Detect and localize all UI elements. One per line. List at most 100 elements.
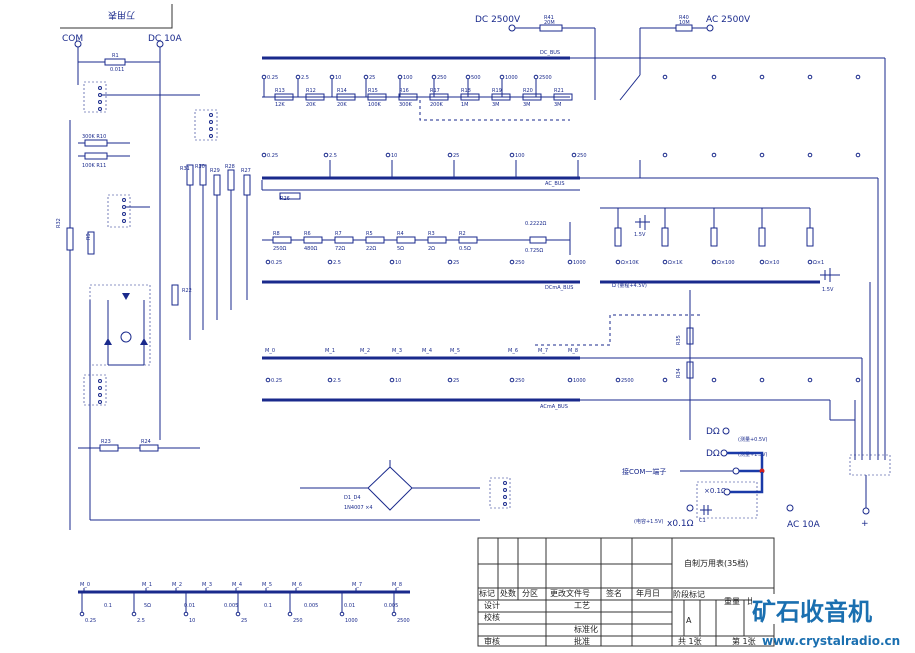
x01-terminal-bottom[interactable] [686,504,694,512]
ladder-tap[interactable] [183,611,189,617]
contact-point[interactable] [759,152,765,158]
dohm-terminal-2[interactable] [720,449,728,457]
ohm-tap[interactable] [509,259,515,265]
dcv-tap[interactable] [261,74,267,80]
contact-point[interactable] [807,74,813,80]
ohm-range-tap[interactable] [615,259,621,265]
contact-point[interactable] [662,74,668,80]
dcv-resistor-label: R20 [523,88,533,94]
r10-label: 300K R10 [82,134,106,140]
dcv-tap[interactable] [465,74,471,80]
contact-point[interactable] [662,152,668,158]
contact-point[interactable] [711,152,717,158]
ohm-tap[interactable] [389,259,395,265]
dcv-tap[interactable] [533,74,539,80]
ohm-range-tap[interactable] [711,259,717,265]
contact-point[interactable] [662,377,668,383]
dcv-section: DC_BUS R1312KR1220KR1420KR15100KR16300KR… [261,50,587,159]
ohm-tap[interactable] [327,259,333,265]
ladder-tap[interactable] [391,611,397,617]
contact-point[interactable] [711,74,717,80]
dcv-tap[interactable] [329,74,335,80]
contact-point[interactable] [807,152,813,158]
grade-label: A [686,616,692,625]
ladder-tap-label: 2.5 [137,618,145,624]
contact-point[interactable] [855,152,861,158]
ma-tap[interactable] [265,377,271,383]
ohm-resistor-label: R7 [335,231,342,237]
switch-s1[interactable] [83,81,200,113]
dcv-resistor-label: R17 [430,88,440,94]
meter-movement [120,331,132,343]
ohm-range-tap[interactable] [759,259,765,265]
dcv-lower-tap-label: 10 [391,153,397,159]
switch-s2[interactable] [107,194,150,228]
resistor-r1 [104,58,126,66]
dcv-tap-label: 500 [471,75,481,81]
ma-tap[interactable] [447,377,453,383]
r27-label: R27 [241,168,251,174]
switch-s4[interactable] [194,109,218,141]
ma-tap[interactable] [567,377,573,383]
x01-terminal[interactable] [723,488,731,496]
dcv-tap[interactable] [363,74,369,80]
plus-terminal[interactable] [862,507,870,515]
dcv-lower-tap[interactable] [261,152,267,158]
ladder-tap[interactable] [339,611,345,617]
ma-tap[interactable] [509,377,515,383]
ladder-tap[interactable] [287,611,293,617]
ohm-range-tap[interactable] [662,259,668,265]
dcv-lower-tap[interactable] [323,152,329,158]
dcv-tap[interactable] [397,74,403,80]
dcv-tap[interactable] [499,74,505,80]
dohm-terminal-1[interactable] [722,427,730,435]
ma-tap-label: 2.5 [333,378,341,384]
ohm-resistor [365,236,385,244]
resistor-r32 [66,227,74,251]
ladder-tap[interactable] [131,611,137,617]
ac2500-terminal[interactable] [706,24,714,32]
ohm-resistor-label: R5 [366,231,373,237]
dc10a-terminal[interactable] [156,40,164,48]
ac10a-terminal[interactable] [786,504,794,512]
dcv-lower-tap[interactable] [447,152,453,158]
dcv-resistor-value: 300K [399,102,413,108]
ladder-value: 0.1 [264,603,272,609]
ma-tap[interactable] [389,377,395,383]
ma-tap[interactable] [327,377,333,383]
diode-d3 [122,293,130,300]
dcv-lower-tap[interactable] [509,152,515,158]
dcv-tap-label: 1000 [505,75,518,81]
contact-point[interactable] [807,377,813,383]
ma-tap[interactable] [615,377,621,383]
bottom-left-resistors: R23 R24 [78,439,200,452]
com-jumper-terminal[interactable] [732,467,740,475]
dc2500-terminal[interactable] [508,24,516,32]
dcv-tap[interactable] [431,74,437,80]
dcv-lower-tap[interactable] [571,152,577,158]
ohm-range-tap[interactable] [807,259,813,265]
ladder-value: 0.1 [104,603,112,609]
r34-label: R34 [676,368,682,378]
ma-node-label: M_4 [422,348,432,354]
contact-point[interactable] [759,377,765,383]
r35-label: R35 [676,335,682,345]
contact-point[interactable] [855,74,861,80]
ohm-tap[interactable] [265,259,271,265]
ohm-tap[interactable] [447,259,453,265]
dcv-resistor-value: 200K [430,102,444,108]
dcv-resistor-value: 100K [368,102,382,108]
ladder-tap[interactable] [79,611,85,617]
contact-point[interactable] [855,377,861,383]
dcv-lower-tap[interactable] [385,152,391,158]
ladder-tap[interactable] [235,611,241,617]
battery-voltage: 1.5V [634,232,646,238]
switch-s3[interactable] [83,374,107,406]
dcv-tap[interactable] [295,74,301,80]
ohm-tap[interactable] [567,259,573,265]
switch-s5[interactable] [489,477,511,509]
contact-point[interactable] [711,377,717,383]
r41-value: 20M [544,20,555,26]
contact-point[interactable] [759,74,765,80]
com-terminal[interactable] [74,40,82,48]
